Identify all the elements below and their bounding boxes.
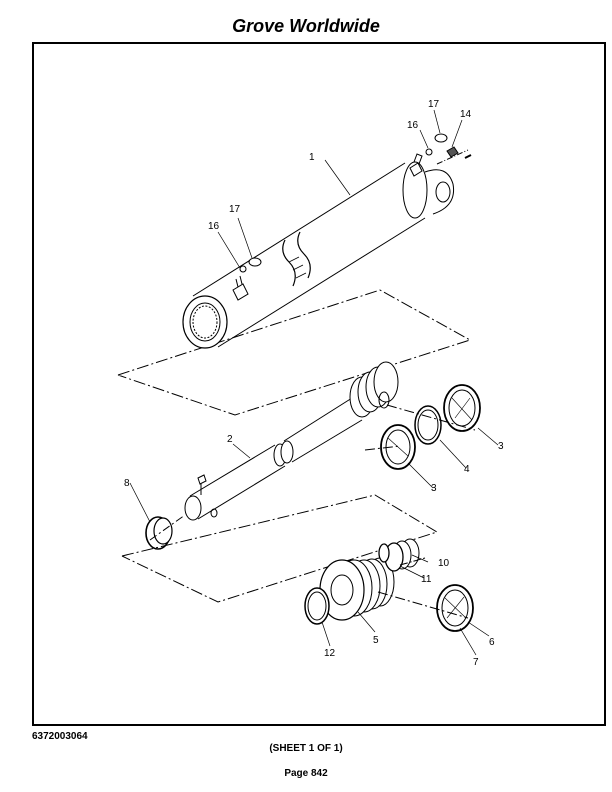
- callout-16-top: 16: [407, 120, 419, 131]
- callout-8: 8: [124, 478, 130, 489]
- page-number: Page 842: [284, 768, 328, 779]
- callout-labels: 1 2 3 3 4 5 6 7 8 10 11 12 14 16 16 17 1…: [124, 99, 504, 668]
- piston-assembly: [121, 494, 490, 656]
- callout-14: 14: [460, 109, 472, 120]
- upper-plane-outline: [117, 289, 472, 416]
- page-title: Grove Worldwide: [232, 16, 380, 36]
- callout-10: 10: [438, 558, 450, 569]
- callout-11: 11: [421, 574, 432, 585]
- callout-6: 6: [489, 637, 495, 648]
- callout-17-barrel: 17: [229, 204, 241, 215]
- callout-4: 4: [464, 464, 470, 475]
- callout-7: 7: [473, 657, 479, 668]
- callout-5: 5: [373, 635, 379, 646]
- diagram-frame: [32, 42, 606, 726]
- sheet-label: (SHEET 1 OF 1): [269, 743, 343, 754]
- callout-16-barrel: 16: [208, 221, 220, 232]
- callout-12: 12: [324, 648, 336, 659]
- piston-rod: [129, 361, 499, 550]
- callout-3-lower: 3: [431, 483, 437, 494]
- callout-3-upper: 3: [498, 441, 504, 452]
- cylinder-barrel: [117, 109, 472, 416]
- callout-1: 1: [309, 152, 315, 163]
- part-number: 6372003064: [32, 731, 88, 742]
- callout-17-top: 17: [428, 99, 440, 110]
- callout-2: 2: [227, 434, 233, 445]
